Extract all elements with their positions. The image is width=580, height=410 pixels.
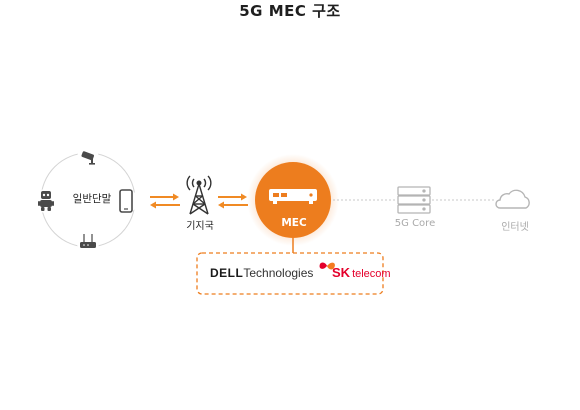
robot-icon	[34, 189, 58, 213]
sk-logo-brand: SK	[332, 265, 351, 280]
internet-label: 인터넷	[501, 222, 529, 233]
diagram-title: 5G MEC 구조	[239, 2, 341, 20]
dell-logo-technologies: Technologies	[243, 266, 314, 280]
server-rack-icon	[397, 186, 431, 214]
core-label: 5G Core	[394, 218, 436, 229]
bs-mec-arrows	[218, 193, 248, 209]
dell-logo-d: D	[210, 266, 220, 280]
sk-logo-telecom: telecom	[352, 268, 391, 280]
cloud-icon	[495, 189, 530, 209]
smartphone-icon	[114, 189, 138, 213]
router-icon	[77, 232, 99, 254]
server-box-icon	[269, 189, 317, 204]
sk-butterfly-icon	[319, 262, 335, 270]
base-station-label: 기지국	[186, 221, 214, 232]
partner-box	[196, 252, 384, 295]
terminal-label: 일반단말	[72, 193, 112, 205]
dell-technologies-logo: DELLTechnologies	[210, 266, 313, 280]
cell-tower-icon	[186, 175, 212, 215]
cctv-camera-icon	[77, 147, 99, 169]
dell-logo-ell: ELL	[219, 266, 244, 280]
terminal-bs-arrows	[150, 193, 180, 209]
mec-label: MEC	[281, 217, 307, 229]
